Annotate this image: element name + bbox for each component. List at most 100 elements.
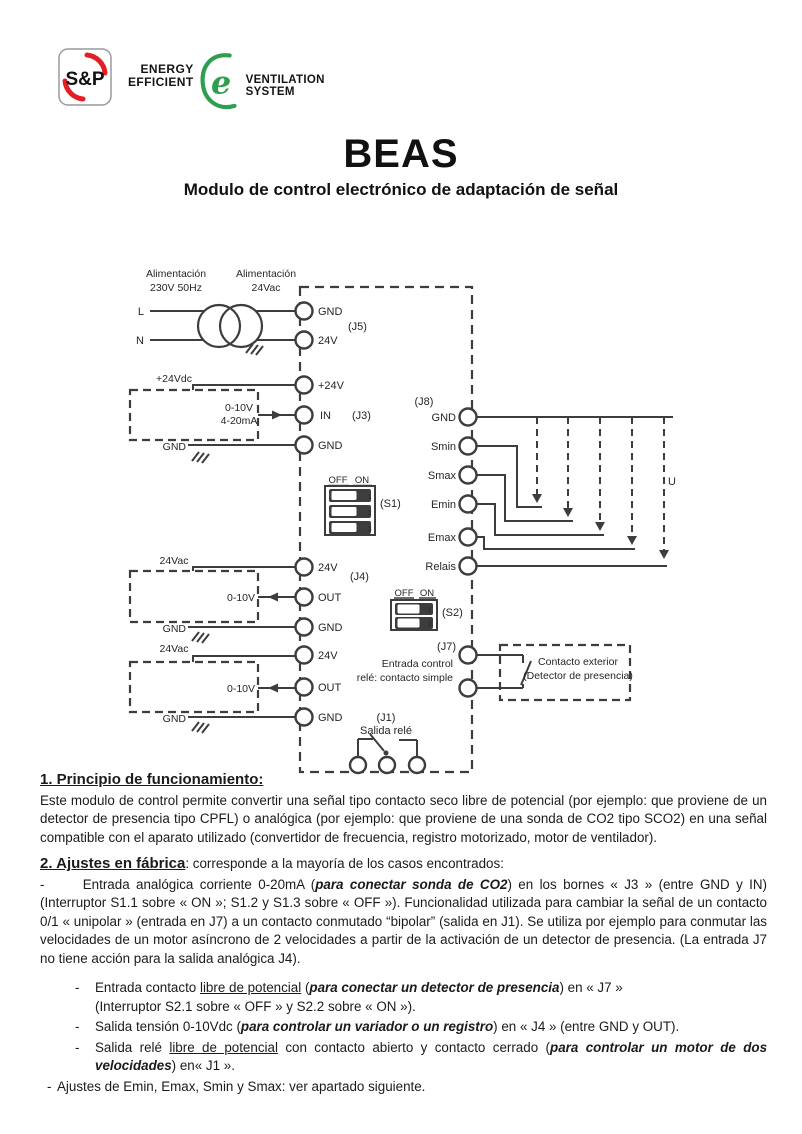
- terminal-j8-relais[interactable]: [458, 556, 478, 576]
- text-segment: para controlar un variador o un registro: [240, 1019, 494, 1035]
- out2-gnd-wire-label: GND: [163, 713, 187, 725]
- ext-contact-line2: (Detector de presencia): [523, 670, 633, 682]
- j3-24v-label: +24V: [318, 380, 345, 392]
- terminal-j8-smax[interactable]: [458, 465, 478, 485]
- j5-name: (J5): [348, 321, 367, 333]
- j8-smax-label: Smax: [428, 470, 457, 482]
- text-segment: ) en « J7 »: [559, 980, 623, 996]
- ventilation-line2: SYSTEM: [245, 86, 295, 99]
- arrow-left-icon: [268, 592, 278, 602]
- wiring-diagram: Alimentación 230V 50Hz Alimentación 24Va…: [128, 268, 676, 775]
- terminal-j3-gnd[interactable]: [294, 435, 314, 455]
- supply-24-label: Alimentación: [236, 268, 296, 280]
- j8-wiring: [477, 416, 673, 567]
- supply-230-label: Alimentación: [146, 268, 206, 280]
- j3-gnd-label: GND: [318, 440, 343, 452]
- s1-on-label: ON: [355, 475, 369, 486]
- terminal-j4-out[interactable]: [294, 587, 314, 607]
- bullet-text: Ajustes de Emin, Emax, Smin y Smax: ver …: [57, 1079, 425, 1094]
- j7-name: (J7): [437, 641, 456, 653]
- out2-signal-label: 0-10V: [227, 683, 255, 695]
- bullet-salida-tension: - Salida tensión 0-10Vdc (para controlar…: [40, 1018, 767, 1037]
- terminal-j8-emax[interactable]: [458, 527, 478, 547]
- j5-gnd-label: GND: [318, 306, 343, 318]
- j3-in-label: IN: [320, 410, 331, 422]
- terminal-j1-b[interactable]: [377, 755, 397, 775]
- section1-heading: 1. Principio de funcionamiento:: [40, 770, 767, 791]
- terminal-j8-emin[interactable]: [458, 494, 478, 514]
- voltage-u-label: U: [668, 476, 676, 488]
- text-segment: Salida tensión 0-10Vdc (: [95, 1019, 241, 1035]
- text-segment: Salida relé: [95, 1039, 170, 1055]
- text-sections: 1. Principio de funcionamiento: Este mod…: [40, 770, 767, 1096]
- terminal-j8-gnd[interactable]: [458, 407, 478, 427]
- section1-heading-text: 1. Principio de funcionamiento:: [40, 771, 264, 788]
- j3-gnd-wire-label: GND: [163, 441, 187, 453]
- page-subtitle: Modulo de control electrónico de adaptac…: [183, 180, 619, 199]
- text-segment: libre de potencial: [199, 980, 302, 996]
- text-segment: (: [301, 980, 310, 996]
- terminal-j1-a[interactable]: [348, 755, 368, 775]
- terminal-j8-smin[interactable]: [458, 436, 478, 456]
- bullet-text: Salida tensión 0-10Vdc (para controlar u…: [95, 1019, 679, 1034]
- j1-relay: [357, 733, 418, 757]
- phase-n-label: N: [136, 335, 144, 347]
- s2-num-1: 1: [428, 607, 432, 614]
- terminal-out2-24v[interactable]: [294, 645, 314, 665]
- sp-red-arc-top: [84, 52, 108, 76]
- j3-wire-label: +24Vdc: [156, 373, 192, 385]
- arrow-right-icon: [272, 410, 282, 420]
- j5-24v-label: 24V: [318, 335, 338, 347]
- j4-24v-label: 24V: [318, 562, 338, 574]
- text-segment: Entrada contacto: [95, 980, 200, 996]
- terminal-j4-24v[interactable]: [294, 557, 314, 577]
- j8-name: (J8): [415, 396, 434, 408]
- j8-emax-label: Emax: [428, 532, 457, 544]
- bullet-ajustes: - Ajustes de Emin, Emax, Smin y Smax: ve…: [40, 1078, 767, 1097]
- s1-off-label: OFF: [329, 475, 348, 486]
- bullet-salida-rele: - Salida relé libre de potencial con con…: [40, 1039, 767, 1076]
- terminal-out2-gnd[interactable]: [294, 707, 314, 727]
- section1-body: Este modulo de control permite convertir…: [40, 792, 767, 845]
- terminal-j7-a[interactable]: [458, 645, 478, 665]
- terminal-j3-in[interactable]: [294, 405, 314, 425]
- header-logos: S&P ENERGY EFFICIENT e VENTILATION SYSTE…: [58, 48, 325, 110]
- voltage-arrows: [536, 417, 665, 550]
- diagram-labels: Alimentación 230V 50Hz Alimentación 24Va…: [136, 268, 676, 737]
- bullet-dash: -: [75, 1039, 80, 1055]
- s1-name: (S1): [380, 498, 401, 510]
- text-segment: para conectar sonda de CO2: [315, 876, 508, 892]
- j4-out-label: OUT: [318, 592, 342, 604]
- s2-num-2: 2: [428, 621, 432, 628]
- s1-num-1: 1: [368, 494, 372, 501]
- energy-efficient-text: ENERGY EFFICIENT: [128, 63, 194, 88]
- terminal-j1-c[interactable]: [407, 755, 427, 775]
- bullet-dash: -: [75, 1019, 80, 1035]
- sp-logo-text: S&P: [65, 69, 104, 90]
- arrow-left-icon: [268, 683, 278, 693]
- j7-line2: relé: contacto simple: [357, 672, 453, 684]
- bullet-text: Salida relé libre de potencial con conta…: [95, 1040, 767, 1074]
- j4-gnd-label: GND: [318, 622, 343, 634]
- s2-name: (S2): [442, 607, 463, 619]
- ground-icon: [245, 343, 264, 356]
- terminal-j5-gnd[interactable]: [294, 301, 314, 321]
- j8-relais-label: Relais: [425, 561, 456, 573]
- terminal-j5-24v[interactable]: [294, 330, 314, 350]
- terminal-j4-gnd[interactable]: [294, 617, 314, 637]
- out2-24v-label: 24V: [318, 650, 338, 662]
- j1-label: Salida relé: [360, 725, 412, 737]
- terminal-out2-out[interactable]: [294, 677, 314, 697]
- terminal-j3-24v[interactable]: [294, 375, 314, 395]
- out2-out-label: OUT: [318, 682, 342, 694]
- j3-signal-1: 0-10V: [225, 402, 253, 414]
- text-segment: Ajustes de Emin, Emax, Smin y Smax: ver …: [57, 1078, 426, 1094]
- green-e-glyph: e: [211, 64, 231, 101]
- ground-icon: [191, 451, 210, 464]
- terminal-j7-b[interactable]: [458, 678, 478, 698]
- dip-switch-s2[interactable]: [390, 597, 438, 631]
- s2-on-label: ON: [420, 588, 434, 599]
- ground-icon: [191, 721, 210, 734]
- dip-switch-s1[interactable]: [324, 484, 376, 536]
- j3-name: (J3): [352, 410, 371, 422]
